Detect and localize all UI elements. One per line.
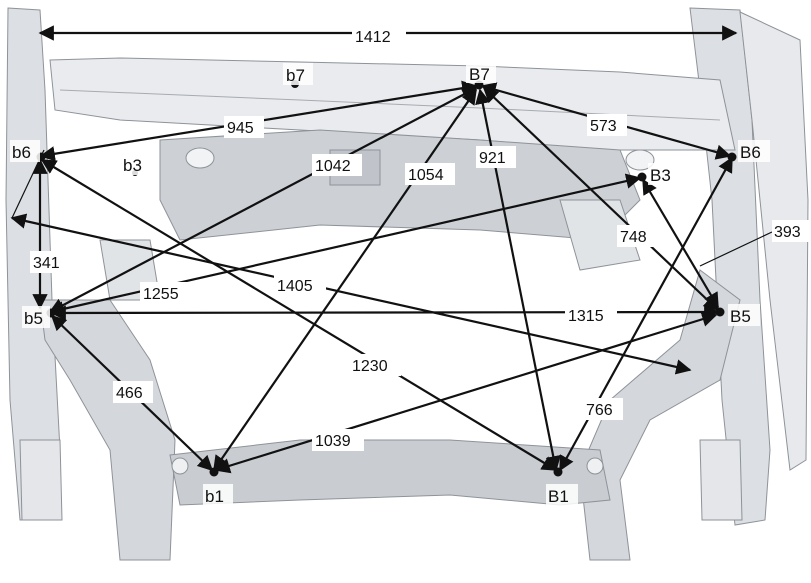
label-B7: B7 (469, 65, 490, 84)
label-B5: B5 (730, 307, 751, 326)
leader-393 (699, 231, 773, 267)
dim-value-1230: 1230 (352, 358, 388, 375)
label-B6: B6 (740, 143, 761, 162)
dim-value-945: 945 (227, 120, 254, 137)
label-B3: B3 (650, 166, 671, 185)
label-b5: b5 (24, 309, 43, 328)
point-labels: b7 B7 b6 B6 b3 B3 b5 B5 b1 B1 (10, 61, 770, 506)
label-b7: b7 (286, 66, 305, 85)
dim-line-1315 (50, 304, 720, 321)
dim-value-341: 341 (33, 255, 60, 272)
dimension-values: 1412 945 573 1042 1054 921 748 393 341 1… (30, 25, 810, 451)
dim-value-766: 766 (586, 402, 613, 419)
dim-value-466: 466 (116, 385, 143, 402)
dim-value-1315: 1315 (568, 308, 604, 325)
chassis-illustration (5, 7, 809, 561)
dim-value-1255: 1255 (143, 286, 179, 303)
dim-value-573: 573 (590, 118, 617, 135)
dim-value-748: 748 (620, 229, 647, 246)
label-b6: b6 (12, 143, 31, 162)
dim-value-1054: 1054 (408, 167, 444, 184)
dimension-lines (10, 25, 773, 474)
point-b1-dot (209, 467, 219, 477)
dim-value-1405: 1405 (277, 278, 313, 295)
label-b3: b3 (123, 156, 142, 175)
dim-value-921: 921 (479, 150, 506, 167)
point-B6-dot (727, 152, 737, 162)
point-B3-dot (637, 172, 647, 182)
dim-value-1039: 1039 (315, 433, 351, 450)
dim-value-393: 393 (774, 224, 801, 241)
point-B5-dot (715, 307, 725, 317)
dim-value-1042: 1042 (315, 158, 351, 175)
point-B1-dot (553, 467, 563, 477)
label-B1: B1 (548, 487, 569, 506)
dim-value-1412: 1412 (355, 29, 391, 46)
label-b1: b1 (205, 487, 224, 506)
